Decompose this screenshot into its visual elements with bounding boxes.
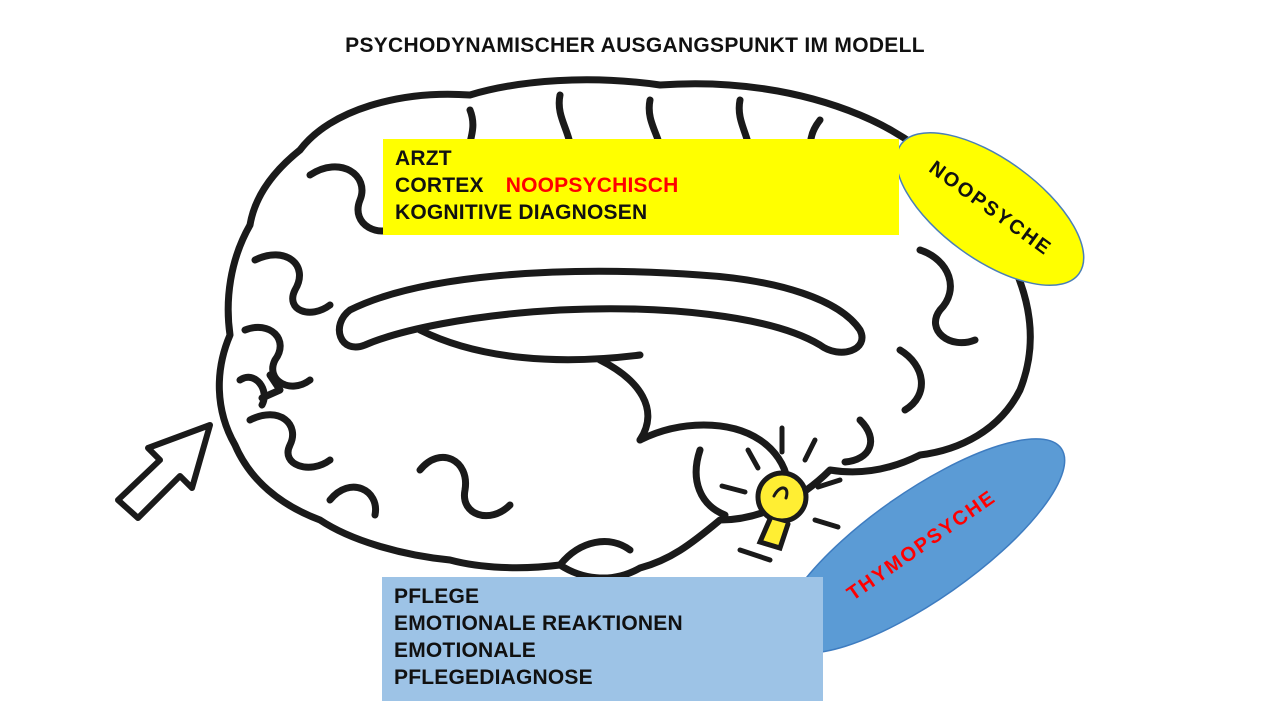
- arrow-icon: [115, 422, 213, 521]
- top-box-line3: KOGNITIVE DIAGNOSEN: [395, 201, 648, 224]
- bottom-box-line4: PFLEGEDIAGNOSE: [394, 666, 593, 689]
- top-box-line1: ARZT: [395, 147, 452, 170]
- brain-icon: [215, 76, 1034, 582]
- bottom-box-line2: EMOTIONALE REAKTIONEN: [394, 612, 683, 635]
- bottom-box-line1: PFLEGE: [394, 585, 480, 608]
- lightbulb-icon: [719, 425, 843, 563]
- bottom-box-pflege: PFLEGE EMOTIONALE REAKTIONEN EMOTIONALE …: [382, 577, 823, 701]
- bottom-box-line3: EMOTIONALE: [394, 639, 536, 662]
- top-box-arzt: ARZT CORTEX NOOPSYCHISCH KOGNITIVE DIAGNO…: [383, 139, 899, 235]
- page-title: PSYCHODYNAMISCHER AUSGANGSPUNKT IM MODEL…: [345, 34, 925, 57]
- noopsychisch-label: NOOPSYCHISCH: [505, 174, 679, 197]
- cortex-label: CORTEX: [395, 174, 484, 197]
- top-box-line2: CORTEX NOOPSYCHISCH: [395, 172, 899, 199]
- noopsyche-ellipse: [895, 131, 1085, 287]
